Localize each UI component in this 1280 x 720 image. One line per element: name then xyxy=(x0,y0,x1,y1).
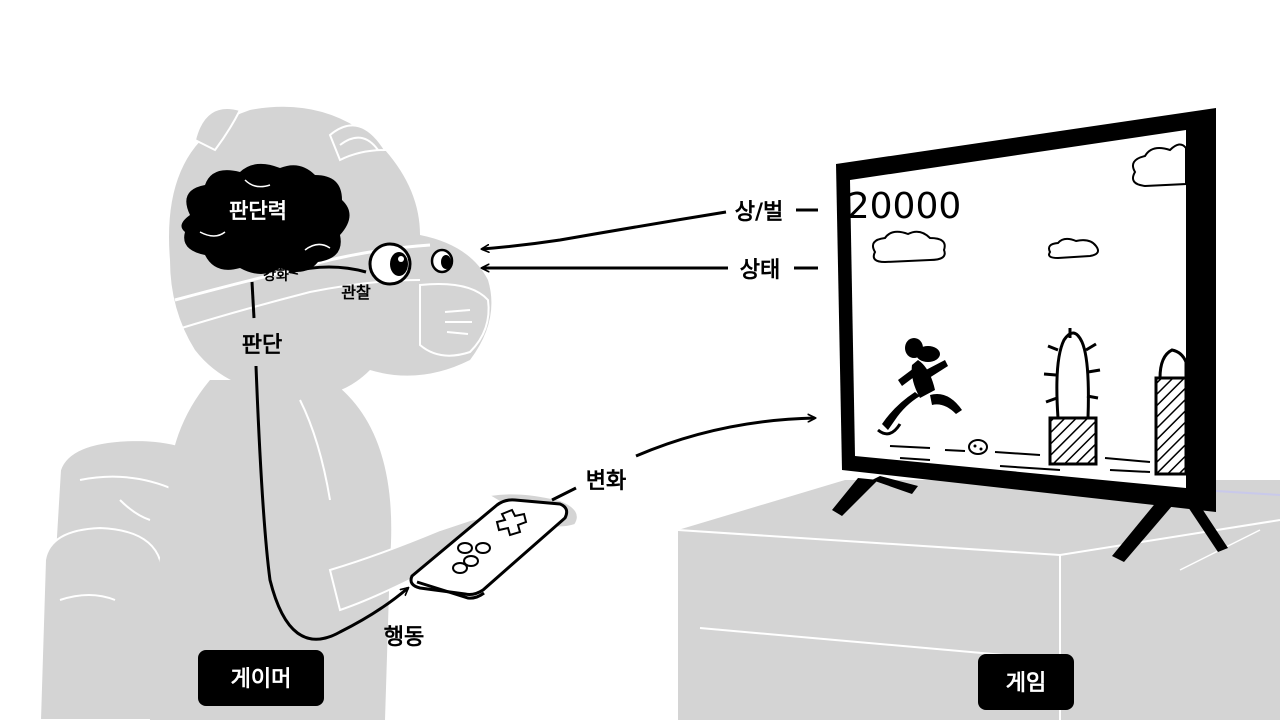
game-controller xyxy=(409,498,569,600)
game-badge: 게임 xyxy=(978,654,1074,710)
gamer-eye-small xyxy=(430,248,454,274)
reward-label: 상/벌 xyxy=(735,200,784,225)
cloud-icon xyxy=(872,143,1187,264)
gamer-badge: 게이머 xyxy=(198,650,324,706)
judge-label: 판단 xyxy=(242,333,282,358)
line-change-start xyxy=(551,486,577,502)
game-badge-label: 게임 xyxy=(1006,671,1046,696)
brain-label: 판단력 xyxy=(229,199,287,223)
reinforce-label: 강화 xyxy=(263,267,289,284)
game-ground xyxy=(889,445,1151,473)
arrow-observe xyxy=(290,265,367,272)
action-label: 행동 xyxy=(384,625,424,650)
brain-icon xyxy=(181,163,350,274)
gamer-badge-label: 게이머 xyxy=(231,667,292,692)
player-mouse-icon xyxy=(877,338,962,436)
arrow-action xyxy=(254,365,408,641)
gamer-eye-large xyxy=(368,242,412,286)
cookie-icon xyxy=(968,439,988,455)
arrow-change xyxy=(635,418,815,458)
arrow-reward xyxy=(482,210,727,249)
state-label: 상태 xyxy=(740,258,780,283)
cactus-obstacle-icon xyxy=(1043,328,1101,466)
cactus-obstacle-partial-icon xyxy=(1154,348,1188,476)
line-judge-top xyxy=(250,281,256,319)
observe-label: 관찰 xyxy=(341,283,371,302)
game-score: 20000 xyxy=(847,186,962,227)
change-label: 변화 xyxy=(586,469,626,494)
